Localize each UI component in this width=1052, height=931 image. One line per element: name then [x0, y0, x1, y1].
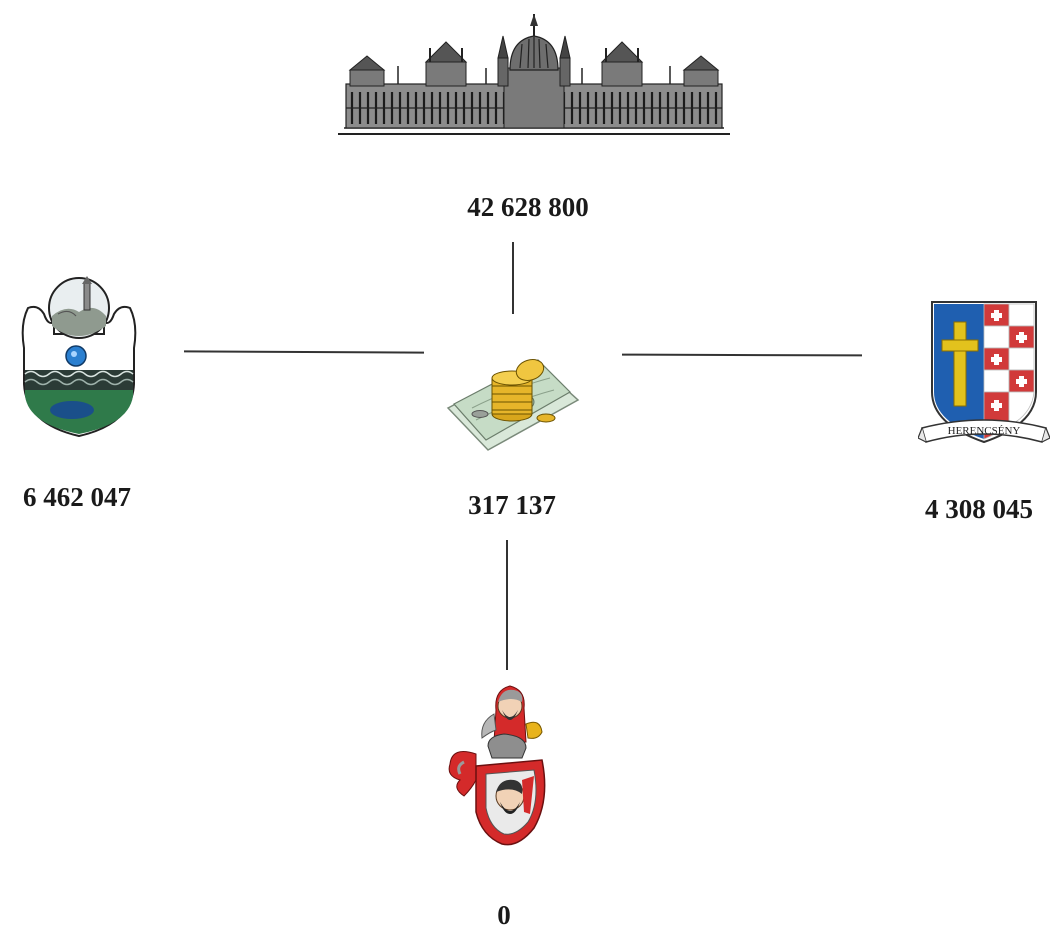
- center-value: 317 137: [468, 490, 556, 520]
- right-value: 4 308 045: [925, 494, 1033, 524]
- svg-text:HERENCSÉNY: HERENCSÉNY: [948, 425, 1021, 437]
- coins-and-banknote-icon: [442, 338, 582, 456]
- heraldic-crest-icon: [442, 684, 568, 854]
- connector-top: [512, 242, 514, 314]
- connector-left: [183, 350, 425, 354]
- left-value: 6 462 047: [23, 482, 131, 512]
- connector-right: [621, 353, 863, 356]
- bottom-value: 0: [497, 900, 511, 930]
- parliament-building-icon: [338, 12, 730, 138]
- municipal-coat-of-arms-icon: [14, 274, 144, 438]
- connector-bottom: [506, 540, 508, 670]
- herencseny-coat-of-arms-icon: HERENCSÉNY: [917, 296, 1051, 454]
- parliament-value: 42 628 800: [467, 192, 589, 222]
